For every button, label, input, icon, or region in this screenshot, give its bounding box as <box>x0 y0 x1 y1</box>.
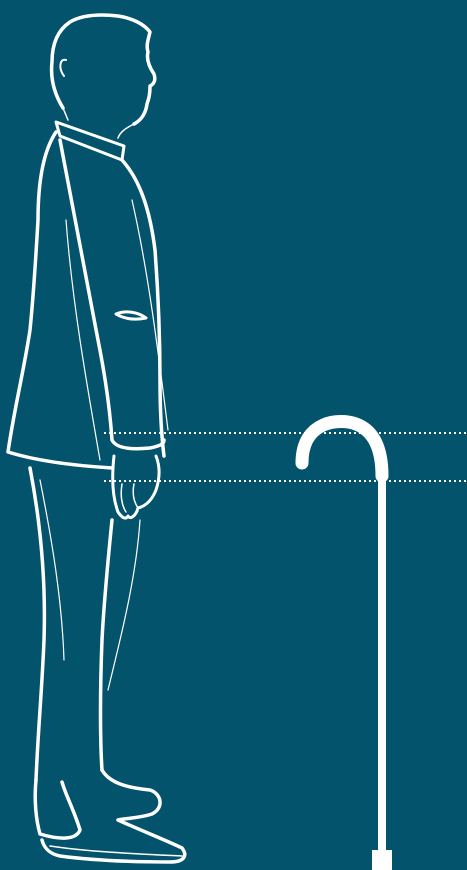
trousers-outline <box>30 468 112 780</box>
shoe-sole <box>50 846 182 856</box>
ear-outline <box>60 60 66 76</box>
man-standing-icon <box>8 15 185 862</box>
finger-lines <box>121 484 138 512</box>
cane-handle <box>302 422 382 476</box>
cane-tip <box>372 850 392 870</box>
walking-cane-icon <box>302 422 392 870</box>
hand-outline <box>113 456 159 518</box>
jacket-outline <box>8 132 164 468</box>
head-outline <box>52 15 155 124</box>
collar-outline <box>56 122 124 160</box>
sleeve-outline <box>60 140 164 449</box>
jacket-pocket <box>116 312 146 319</box>
neck-outline <box>63 108 134 138</box>
back-shoe-outline <box>35 780 80 838</box>
